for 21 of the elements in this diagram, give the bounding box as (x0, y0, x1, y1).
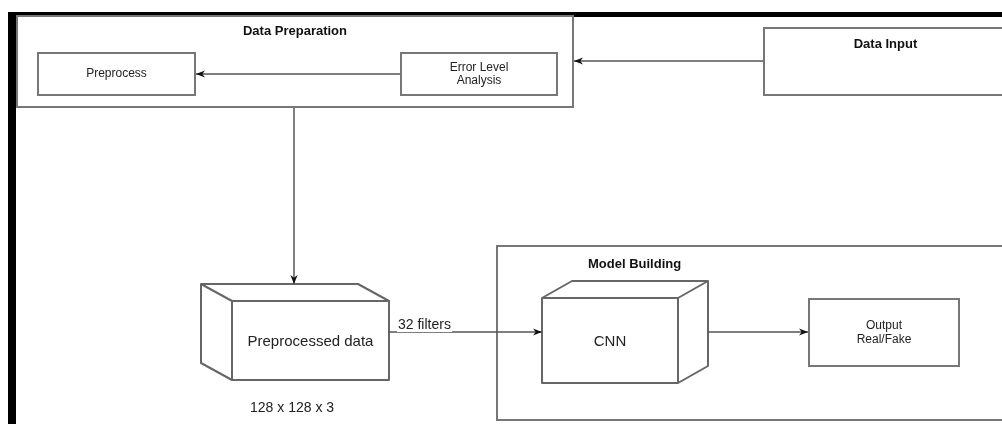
node-title: Model Building (588, 256, 682, 271)
arrow (707, 328, 809, 336)
process-box (37, 52, 196, 96)
node-label: Output Real/Fake (855, 319, 913, 346)
node-label: CNN (593, 331, 627, 350)
process-box (763, 27, 1002, 96)
arrow (290, 107, 298, 285)
process-box (808, 298, 960, 367)
group-box (16, 15, 574, 108)
arrow (195, 70, 401, 78)
node-title: Data Input (853, 36, 918, 51)
node-label: Preprocess (86, 67, 147, 81)
process-box (400, 52, 558, 96)
node-label: Error Level Analysis (448, 60, 510, 88)
group-box (496, 245, 1002, 421)
node-label: Preprocessed data (247, 331, 374, 350)
arrow (573, 57, 764, 65)
dimension-label: 128 x 128 x 3 (250, 399, 335, 415)
edge-label: 32 filters (397, 316, 452, 332)
arrow (388, 328, 543, 336)
node-title: Data Preparation (242, 23, 347, 38)
